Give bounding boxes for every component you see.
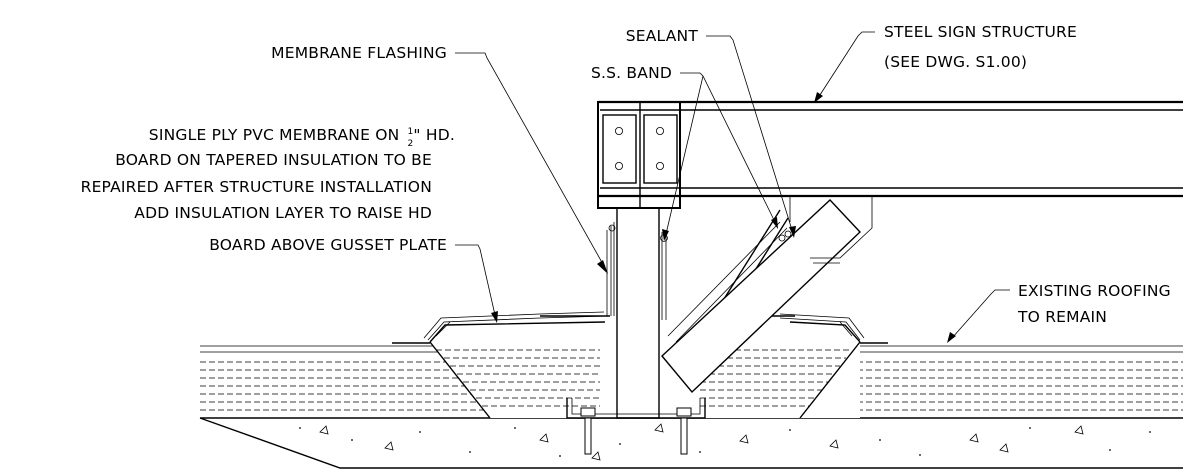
steel-beam (597, 100, 1183, 209)
label-membrane-flashing: MEMBRANE FLASHING (271, 44, 447, 62)
label-pvc-frac-den: 2 (407, 139, 413, 149)
annotation-labels: MEMBRANE FLASHING SEALANT S.S. BAND STEE… (81, 23, 1171, 326)
label-ss-band: S.S. BAND (591, 64, 672, 82)
membrane-layers (392, 311, 888, 344)
vertical-post (606, 207, 668, 419)
label-existing-roofing-2: TO REMAIN (1017, 308, 1107, 326)
base-channel (566, 398, 706, 455)
label-pvc-line5: BOARD ABOVE GUSSET PLATE (209, 236, 447, 254)
label-pvc-line2: BOARD ON TAPERED INSULATION TO BE (115, 151, 432, 169)
leader-lines (455, 31, 1010, 343)
label-pvc-line3: REPAIRED AFTER STRUCTURE INSTALLATION (81, 178, 432, 196)
label-pvc-frac-num: 1 (408, 127, 414, 137)
label-sealant: SEALANT (626, 27, 699, 45)
label-pvc-line4: ADD INSULATION LAYER TO RAISE HD (134, 204, 432, 222)
label-steel-sign-structure: STEEL SIGN STRUCTURE (884, 23, 1077, 41)
label-existing-roofing-1: EXISTING ROOFING (1018, 282, 1171, 300)
label-see-dwg: (SEE DWG. S1.00) (884, 53, 1027, 71)
label-pvc-line1-b: " HD. (413, 126, 455, 144)
label-pvc-line1: SINGLE PLY PVC MEMBRANE ON 1 2" HD. (149, 126, 455, 149)
diagonal-brace (661, 195, 873, 394)
label-pvc-line1-a: SINGLE PLY PVC MEMBRANE ON (149, 126, 405, 144)
concrete-deck (199, 417, 1183, 469)
